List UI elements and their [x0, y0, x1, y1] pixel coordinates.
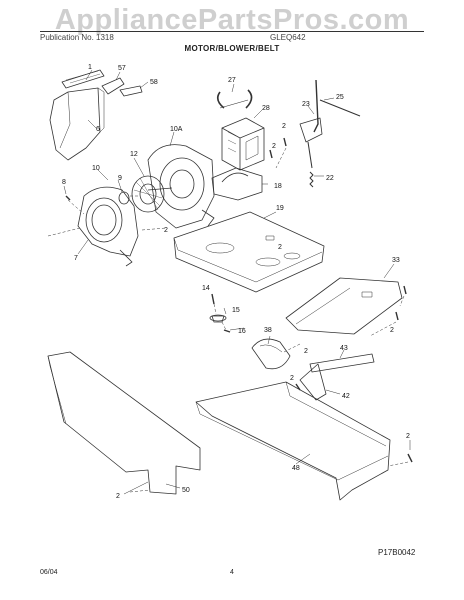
callout-27: 27 — [228, 77, 236, 84]
watermark: AppliancePartsPros.com — [54, 4, 410, 36]
callout-2-blower: 2 — [164, 227, 168, 234]
callout-50: 50 — [182, 487, 190, 494]
callout-2-motor-a: 2 — [282, 123, 286, 130]
callout-42: 42 — [342, 393, 350, 400]
callout-8: 8 — [62, 179, 66, 186]
callout-58: 58 — [150, 79, 158, 86]
section-title: MOTOR/BLOWER/BELT — [184, 44, 280, 53]
callout-22: 22 — [326, 175, 334, 182]
part-rail — [299, 353, 375, 401]
callout-1: 1 — [88, 64, 92, 71]
part-idler-arm — [299, 79, 323, 169]
part-screw-frame — [407, 453, 413, 463]
callout-48: 48 — [292, 465, 300, 472]
leader-lines — [63, 69, 411, 495]
publication-number: Publication No. 1318 — [40, 33, 114, 42]
part-blower-cover — [77, 186, 139, 267]
part-duct-elbow — [251, 338, 291, 370]
model-number: GLEQ642 — [270, 33, 306, 42]
callout-2-base: 2 — [278, 244, 282, 251]
part-14-15-16 — [209, 293, 231, 333]
part-lint-filter — [61, 69, 105, 89]
part-base-frame — [195, 381, 391, 501]
part-screw-8 — [65, 195, 71, 201]
callout-2-frame: 2 — [406, 433, 410, 440]
callout-16: 16 — [238, 328, 246, 335]
part-screws-right — [395, 285, 407, 321]
callout-labels: 1 57 58 6 10A 12 10 9 8 7 2 27 28 23 25 … — [62, 64, 410, 500]
callout-2-rail: 2 — [290, 375, 294, 382]
callout-43: 43 — [340, 345, 348, 352]
callout-9: 9 — [118, 175, 122, 182]
callout-57: 57 — [118, 65, 126, 72]
callout-7: 7 — [74, 255, 78, 262]
callout-33: 33 — [392, 257, 400, 264]
part-motor-mount — [211, 167, 263, 201]
part-blower-wheel — [131, 175, 173, 213]
footer-date: 06/04 — [40, 569, 58, 576]
callout-28: 28 — [262, 105, 270, 112]
alignment-dashes — [47, 147, 409, 493]
callout-15: 15 — [232, 307, 240, 314]
callout-14: 14 — [202, 285, 210, 292]
callout-2-panel: 2 — [116, 493, 120, 500]
callout-10: 10 — [92, 165, 100, 172]
part-clip-58 — [119, 85, 143, 97]
part-duct — [49, 87, 105, 161]
callout-38: 38 — [264, 327, 272, 334]
callout-18: 18 — [274, 183, 282, 190]
callout-10a: 10A — [170, 126, 183, 133]
callout-2-elbow: 2 — [304, 348, 308, 355]
part-idler-shaft — [319, 99, 361, 117]
callout-23: 23 — [302, 101, 310, 108]
part-drive-motor — [221, 117, 265, 171]
footer-page-number: 4 — [230, 569, 234, 576]
callout-6: 6 — [96, 126, 100, 133]
part-base-plate — [173, 211, 325, 293]
part-rear-panel — [47, 351, 201, 495]
part-support-bracket — [285, 277, 403, 335]
part-motor-clamp — [216, 89, 253, 109]
callout-12: 12 — [130, 151, 138, 158]
part-screws-motor — [269, 137, 287, 159]
callout-25: 25 — [336, 94, 344, 101]
diagram-reference-code: P17B0042 — [378, 548, 416, 557]
callout-19: 19 — [276, 205, 284, 212]
part-bracket-57 — [101, 77, 125, 95]
part-blower-housing — [147, 144, 215, 229]
callout-2-bracket: 2 — [390, 327, 394, 334]
callout-2-motor-b: 2 — [272, 143, 276, 150]
header-rule — [40, 31, 424, 32]
part-idler-spring — [309, 171, 314, 188]
